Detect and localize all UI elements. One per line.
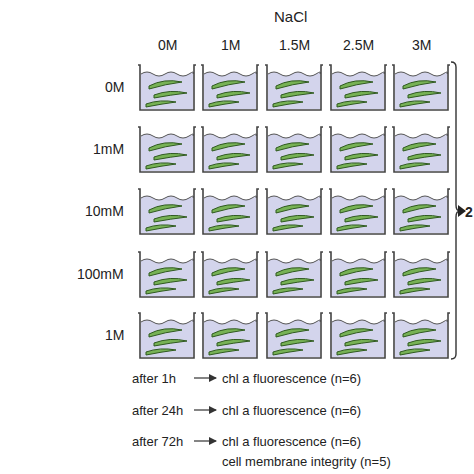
bracket-arrowhead [458, 205, 466, 217]
measurement-note: cell membrane integrity (n=5) [222, 455, 391, 468]
row-label: 0M [105, 80, 124, 94]
row-label: 1mM [93, 142, 124, 156]
measurement-note: chl a fluorescence (n=6) [222, 435, 361, 448]
step-arrow [194, 377, 216, 378]
column-label: 2.5M [343, 38, 374, 52]
column-label: 1.5M [279, 38, 310, 52]
row-label: 10mM [85, 204, 124, 218]
measurement-note: chl a fluorescence (n=6) [222, 404, 361, 417]
row-label: 1M [105, 328, 124, 342]
measurement-note: chl a fluorescence (n=6) [222, 372, 361, 385]
time-point: after 1h [132, 372, 176, 385]
cropped-label: 2 [465, 205, 473, 219]
step-arrow [194, 409, 216, 410]
row-label: 100mM [77, 267, 124, 281]
column-label: 1M [221, 38, 240, 52]
time-point: after 24h [132, 404, 183, 417]
time-point: after 72h [132, 435, 183, 448]
column-label: 3M [412, 38, 431, 52]
step-arrow [194, 440, 216, 441]
beaker [138, 65, 450, 358]
axis-title: NaCl [274, 9, 307, 24]
column-label: 0M [158, 38, 177, 52]
